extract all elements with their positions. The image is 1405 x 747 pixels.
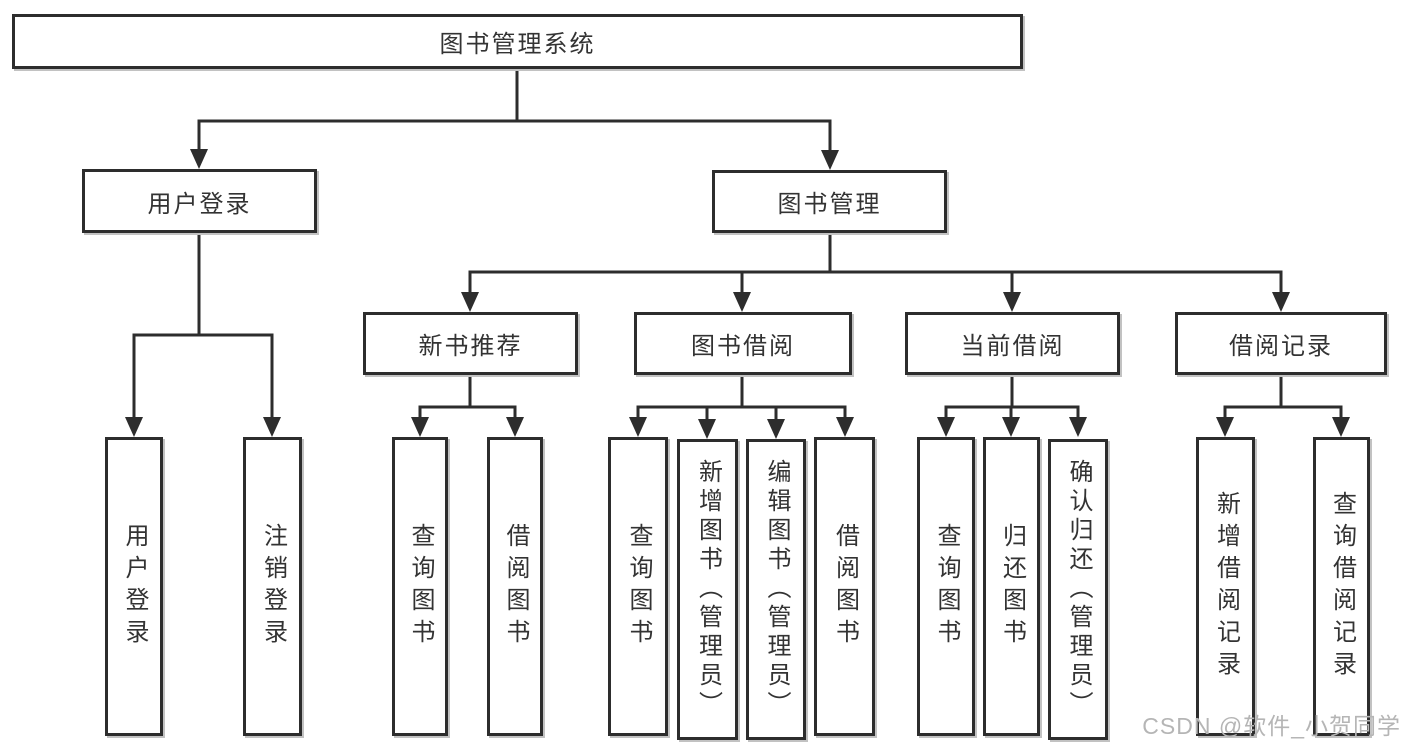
node-label: 图书管理 (777, 191, 882, 218)
node-label: 用户登录 (121, 522, 148, 651)
node-new-book-recommend: 新书推荐 (363, 312, 578, 375)
node-label: 查询借阅记录 (1328, 490, 1356, 683)
node-label: 借阅记录 (1229, 333, 1333, 360)
node-label: 新增图书（管理员） (694, 459, 722, 720)
node-label: 当前借阅 (960, 333, 1065, 360)
node-label: 新增借阅记录 (1212, 490, 1240, 683)
node-label: 用户登录 (147, 190, 252, 218)
leaf-query-books-recommend: 查询图书 (392, 437, 448, 736)
node-label: 借阅图书 (831, 522, 859, 651)
node-label: 查询图书 (407, 522, 434, 651)
node-label: 确认归还（管理员） (1065, 459, 1092, 720)
node-label: 查询图书 (933, 522, 960, 651)
leaf-return-book: 归还图书 (983, 437, 1040, 736)
node-user-login: 用户登录 (82, 169, 317, 233)
leaf-add-borrow-record: 新增借阅记录 (1196, 437, 1255, 736)
node-label: 借阅图书 (502, 522, 529, 651)
leaf-user-login: 用户登录 (105, 437, 163, 736)
node-current-borrow: 当前借阅 (905, 312, 1120, 375)
node-label: 编辑图书（管理员） (763, 459, 790, 720)
leaf-query-books-borrow: 查询图书 (608, 437, 668, 736)
leaf-query-borrow-record: 查询借阅记录 (1313, 437, 1370, 736)
node-label: 归还图书 (998, 522, 1026, 651)
leaf-logout: 注销登录 (243, 437, 302, 736)
node-library-management-system: 图书管理系统 (12, 14, 1023, 69)
node-borrow-records: 借阅记录 (1175, 312, 1387, 375)
node-label: 查询图书 (625, 522, 652, 651)
node-label: 注销登录 (259, 522, 287, 651)
leaf-borrow-books-recommend: 借阅图书 (487, 437, 543, 736)
leaf-add-book-admin: 新增图书（管理员） (677, 439, 738, 740)
node-label: 图书借阅 (691, 333, 795, 360)
leaf-confirm-return-admin: 确认归还（管理员） (1048, 439, 1108, 740)
leaf-edit-book-admin: 编辑图书（管理员） (746, 439, 806, 740)
node-label: 新书推荐 (418, 333, 523, 360)
node-book-borrow: 图书借阅 (634, 312, 852, 375)
leaf-query-books-current: 查询图书 (917, 437, 975, 736)
node-book-management: 图书管理 (712, 170, 947, 233)
csdn-watermark: CSDN @软件_小贺同学 (1142, 713, 1401, 739)
node-label: 图书管理系统 (439, 31, 596, 58)
leaf-borrow-books: 借阅图书 (814, 437, 875, 736)
